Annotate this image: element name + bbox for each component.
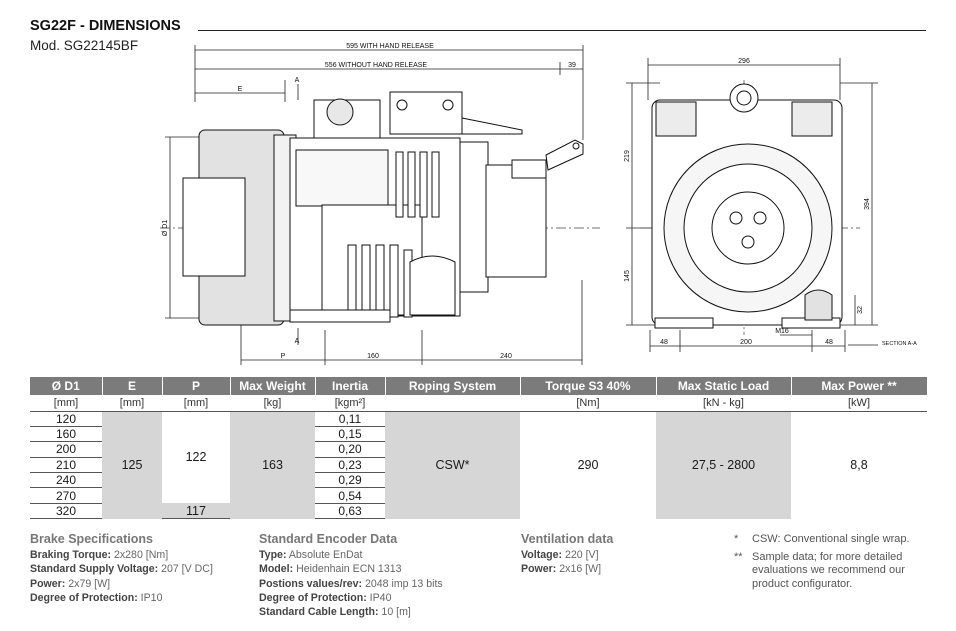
dim-d1: Ø D1 — [162, 220, 169, 236]
d1-cell: 270 — [30, 487, 102, 504]
dim-39: 39 — [568, 62, 576, 69]
page-title: SG22F - DIMENSIONS — [30, 18, 181, 34]
table-row: 200 0,20 — [30, 441, 927, 458]
dim-160: 160 — [367, 353, 379, 360]
dim-240: 240 — [500, 353, 512, 360]
spec-line: Power: 2x16 [W] — [521, 563, 602, 576]
dim-without-hand-release: 556 WITHOUT HAND RELEASE — [325, 62, 428, 69]
d1-cell: 320 — [30, 503, 102, 520]
inertia-cell: 0,15 — [315, 426, 385, 443]
header-max-weight: Max Weight — [230, 377, 316, 395]
dim-296: 296 — [738, 58, 750, 65]
header-p: P — [162, 377, 231, 395]
spec-line: Postions values/rev: 2048 imp 13 bits — [259, 577, 443, 590]
encoder-title: Standard Encoder Data — [259, 532, 398, 546]
spec-line: Degree of Protection: IP40 — [259, 591, 392, 604]
power-cell: 8,8 — [850, 458, 868, 473]
table-row: 210 0,23 — [30, 457, 927, 474]
unit-roping — [385, 395, 520, 412]
dim-48-right: 48 — [825, 339, 833, 346]
spec-line: Standard Supply Voltage: 207 [V DC] — [30, 563, 213, 576]
inertia-cell: 0,20 — [315, 441, 385, 458]
table-row: 120 125 122 163 0,11 CSW* 290 27,5 - 280… — [30, 411, 927, 519]
inertia-cell: 0,11 — [315, 411, 385, 427]
d1-cell: 120 — [30, 411, 102, 427]
dimension-drawing: 595 WITH HAND RELEASE 556 WITHOUT HAND R… — [160, 43, 917, 365]
footnote: ** Sample data; for more detailed evalua… — [734, 550, 905, 590]
dim-a-bottom: A — [295, 338, 300, 345]
dim-200: 200 — [740, 339, 752, 346]
spec-line: Voltage: 220 [V] — [521, 549, 599, 561]
dim-48-left: 48 — [660, 339, 668, 346]
inertia-cell: 0,63 — [315, 503, 385, 520]
table-row: 270 0,54 — [30, 487, 927, 504]
dim-32: 32 — [857, 306, 864, 314]
inertia-cell: 0,23 — [315, 457, 385, 474]
unit-weight: [kg] — [230, 395, 315, 412]
brake-title: Brake Specifications — [30, 532, 153, 546]
encoder-data: Standard Encoder Data Type: Absolute EnD… — [259, 532, 443, 619]
spec-line: Model: Heidenhain ECN 1313 — [259, 563, 402, 576]
header-max-power: Max Power ** — [791, 377, 928, 395]
spec-line: Standard Cable Length: 10 [m] — [259, 606, 411, 619]
dim-e: E — [238, 86, 243, 93]
section-label: SECTION A-A — [882, 341, 917, 347]
spec-line: Degree of Protection: IP10 — [30, 591, 163, 604]
brake-specifications: Brake Specifications Braking Torque: 2x2… — [30, 532, 213, 605]
model-name: Mod. SG22145BF — [30, 38, 139, 53]
d1-cell: 240 — [30, 472, 102, 489]
unit-torque: [Nm] — [520, 395, 656, 412]
unit-d1: [mm] — [30, 395, 102, 412]
d1-cell: 200 — [30, 441, 102, 458]
table-row: 160 0,15 — [30, 426, 927, 443]
d1-cell: 210 — [30, 457, 102, 474]
inertia-cell: 0,54 — [315, 487, 385, 504]
unit-static-load: [kN - kg] — [656, 395, 791, 412]
dim-m16: M16 — [775, 328, 789, 335]
header-static-load: Max Static Load — [656, 377, 792, 395]
dim-145: 145 — [624, 270, 631, 282]
d1-cell: 160 — [30, 426, 102, 443]
ventilation-data: Ventilation data Voltage: 220 [V] Power:… — [521, 532, 613, 577]
ventilation-title: Ventilation data — [521, 532, 614, 546]
unit-power: [kW] — [791, 395, 927, 412]
table-row: 320 117 0,63 — [30, 503, 927, 520]
roping-cell: CSW* — [385, 411, 520, 519]
spec-line: Braking Torque: 2x280 [Nm] — [30, 549, 169, 561]
p-cell-last: 117 — [162, 503, 230, 520]
header-e: E — [102, 377, 163, 395]
dim-219: 219 — [624, 150, 631, 162]
weight-cell: 163 — [230, 411, 315, 519]
table-units-row: [mm] [mm] [mm] [kg] [kgm²] [Nm] [kN - kg… — [30, 395, 927, 412]
e-cell: 125 — [102, 411, 162, 519]
footnote: * CSW: Conventional single wrap. — [734, 533, 910, 545]
inertia-cell: 0,29 — [315, 472, 385, 489]
spec-line: Type: Absolute EnDat — [259, 549, 363, 561]
unit-p: [mm] — [162, 395, 230, 412]
static-load-cell: 27,5 - 2800 — [656, 411, 791, 519]
unit-e: [mm] — [102, 395, 162, 412]
unit-inertia: [kgm²] — [315, 395, 385, 412]
header-inertia: Inertia — [315, 377, 386, 395]
header-d1: Ø D1 — [30, 377, 103, 395]
table-header-row: Ø D1 E P Max Weight Inertia Roping Syste… — [30, 377, 928, 395]
table-row: 240 0,29 — [30, 472, 927, 489]
torque-cell: 290 — [577, 458, 599, 473]
dim-hand-release: 595 WITH HAND RELEASE — [346, 43, 434, 50]
spec-line: Power: 2x79 [W] — [30, 577, 111, 590]
header-torque: Torque S3 40% — [520, 377, 657, 395]
dim-p: P — [281, 353, 286, 360]
footnotes: * CSW: Conventional single wrap. ** Samp… — [734, 533, 927, 595]
header-roping-system: Roping System — [385, 377, 521, 395]
p-cell: 122 — [185, 450, 207, 465]
dim-394: 394 — [864, 198, 871, 210]
dim-a-top: A — [295, 77, 300, 84]
title-rule — [198, 30, 926, 31]
spec-table: Ø D1 E P Max Weight Inertia Roping Syste… — [30, 377, 928, 520]
